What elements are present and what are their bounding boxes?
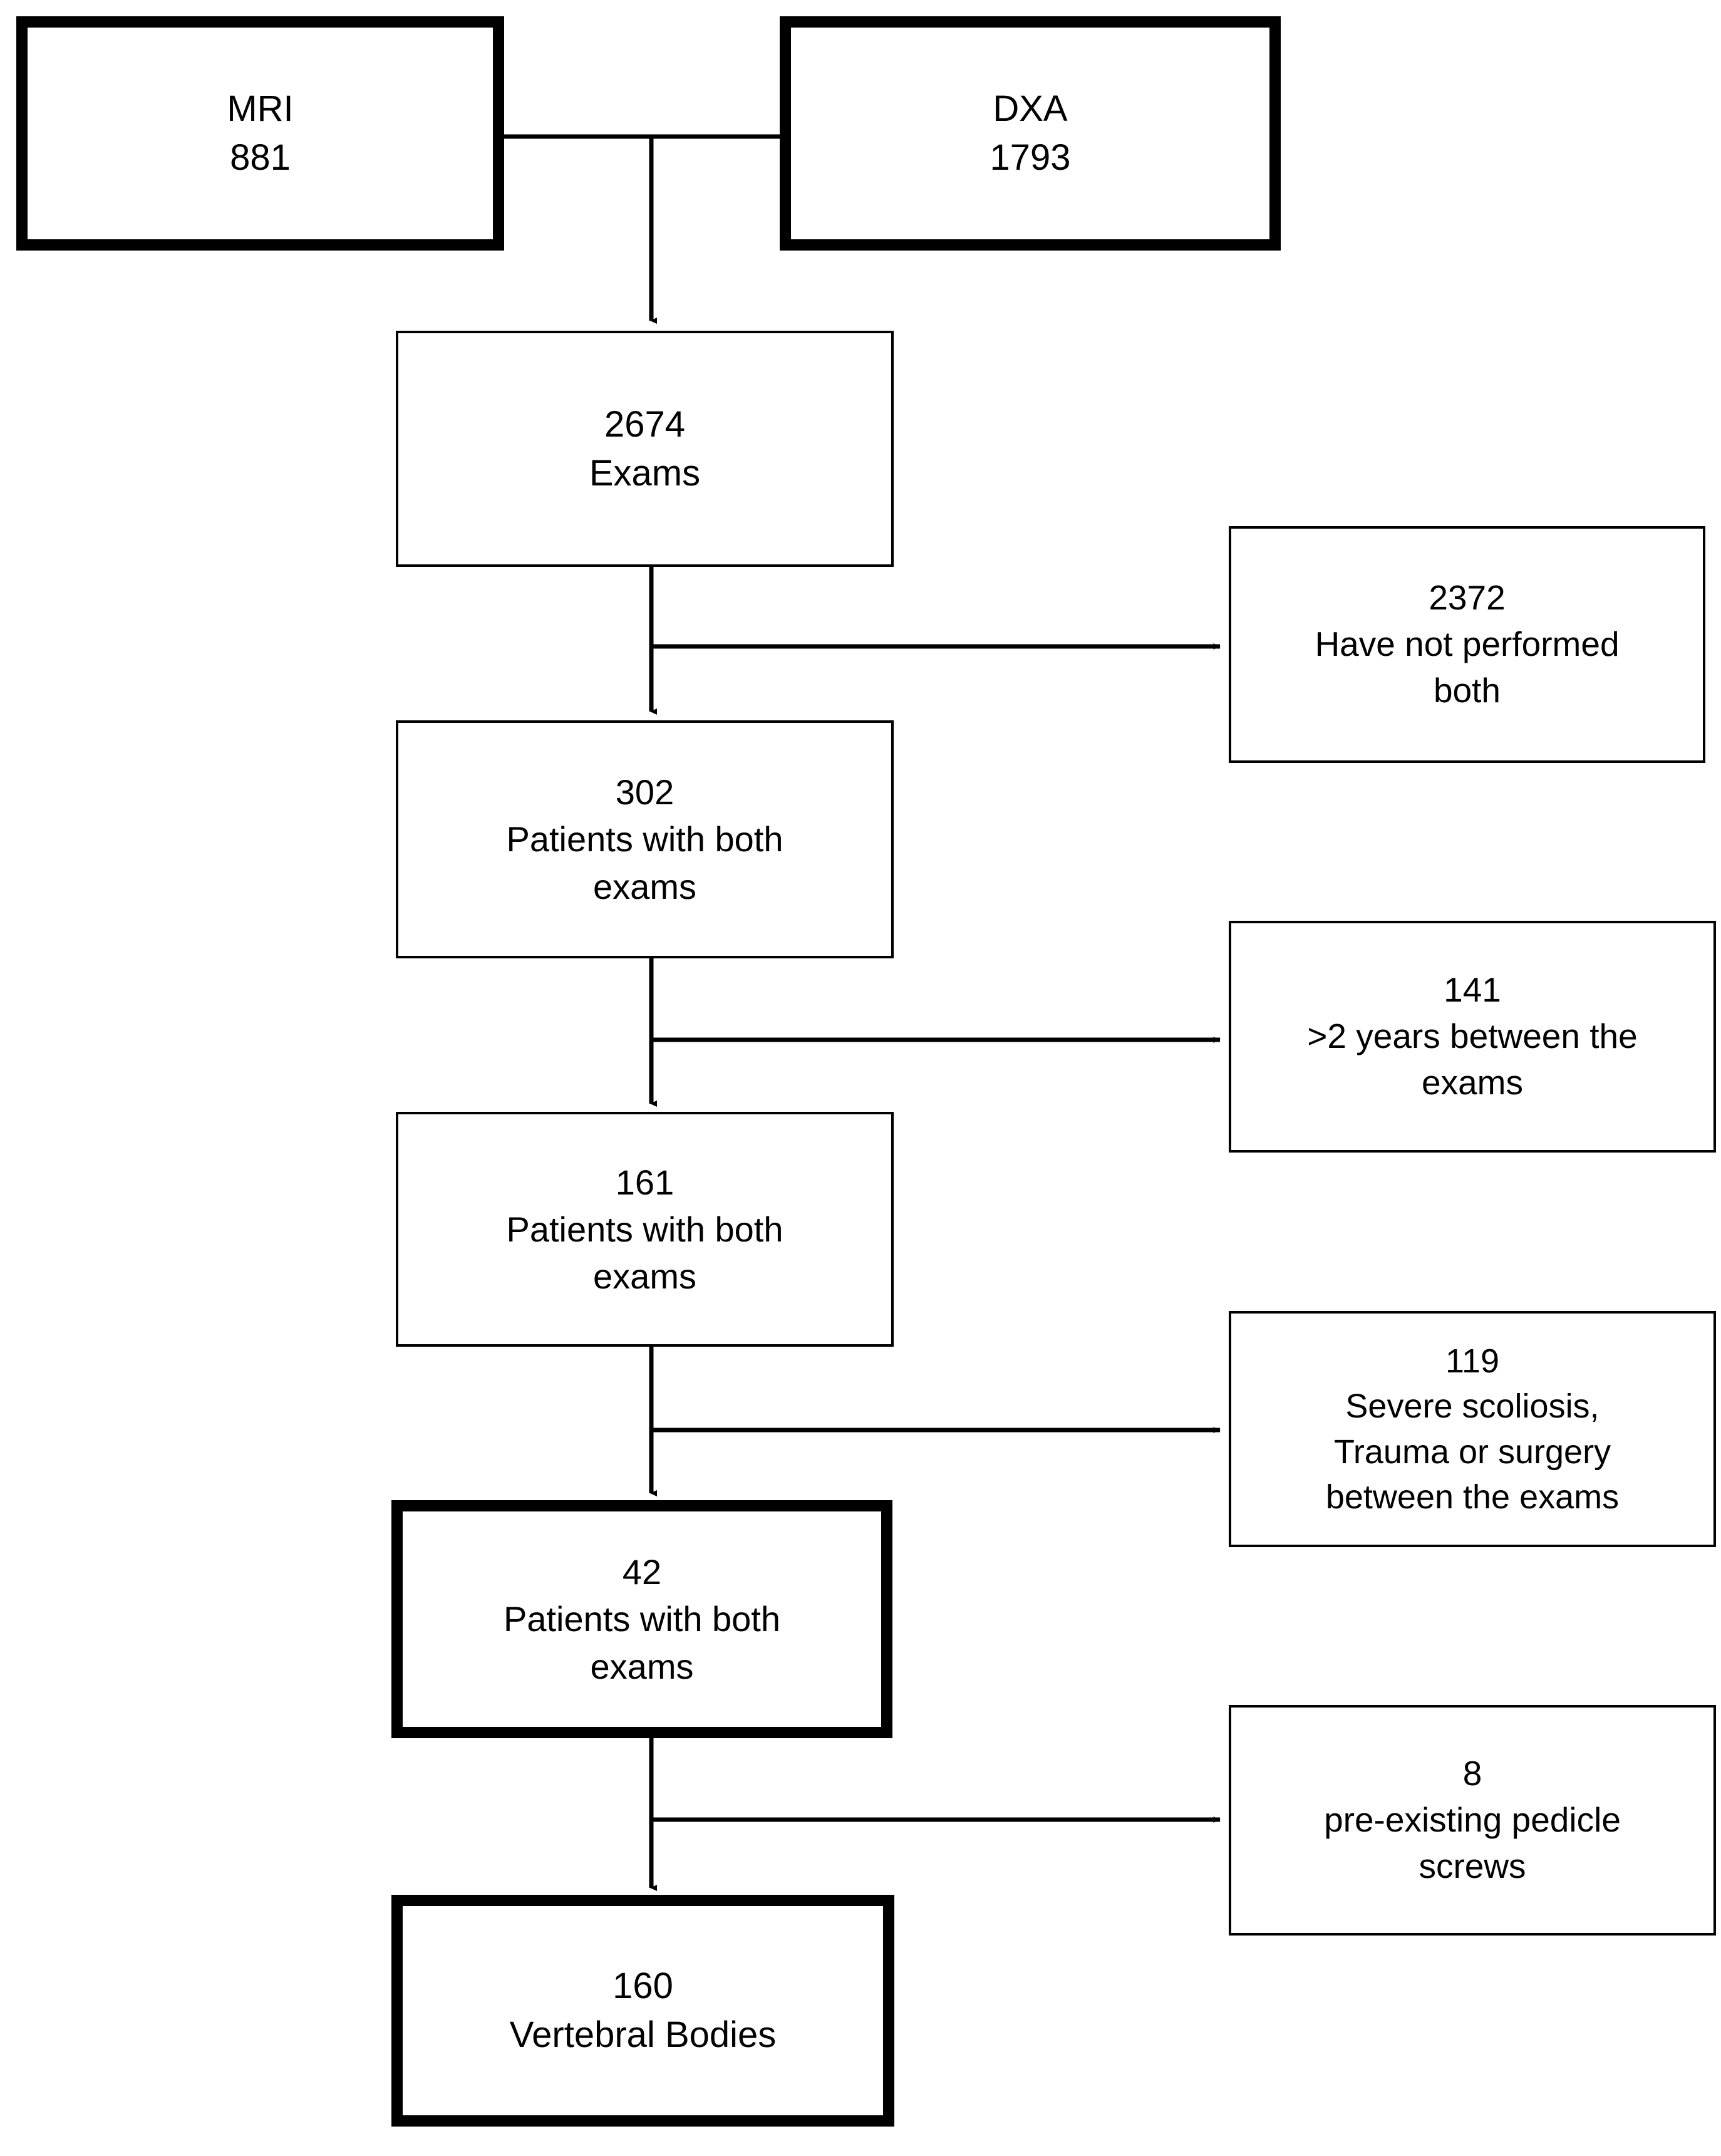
node-mri-label: MRI 881 bbox=[227, 88, 294, 178]
node-exams[interactable]: 2674 Exams bbox=[396, 331, 894, 567]
node-patients-302[interactable]: 302 Patients with both exams bbox=[396, 720, 894, 958]
node-vertebral-bodies-label: 160 Vertebral Bodies bbox=[509, 1966, 777, 2055]
node-patients-302-label: 302 Patients with both exams bbox=[506, 772, 783, 906]
node-exams-label: 2674 Exams bbox=[589, 403, 701, 494]
node-patients-161-label: 161 Patients with both exams bbox=[506, 1162, 783, 1297]
node-vertebral-bodies[interactable]: 160 Vertebral Bodies bbox=[391, 1895, 894, 2127]
node-excluded-2-years[interactable]: 141 >2 years between the exams bbox=[1229, 921, 1716, 1153]
node-excluded-screws[interactable]: 8 pre-existing pedicle screws bbox=[1229, 1705, 1716, 1936]
node-excluded-screws-label: 8 pre-existing pedicle screws bbox=[1324, 1754, 1621, 1885]
node-patients-161[interactable]: 161 Patients with both exams bbox=[396, 1112, 894, 1347]
node-dxa[interactable]: DXA 1793 bbox=[780, 16, 1281, 251]
node-excluded-not-both-label: 2372 Have not performed both bbox=[1315, 578, 1620, 710]
node-patients-42[interactable]: 42 Patients with both exams bbox=[391, 1500, 892, 1738]
node-dxa-label: DXA 1793 bbox=[990, 88, 1071, 178]
node-excluded-not-both[interactable]: 2372 Have not performed both bbox=[1229, 526, 1705, 763]
node-patients-42-label: 42 Patients with both exams bbox=[503, 1552, 781, 1686]
node-mri[interactable]: MRI 881 bbox=[16, 16, 504, 251]
node-excluded-scoliosis[interactable]: 119 Severe scoliosis, Trauma or surgery … bbox=[1229, 1311, 1716, 1547]
node-excluded-2-years-label: 141 >2 years between the exams bbox=[1307, 970, 1638, 1102]
node-excluded-scoliosis-label: 119 Severe scoliosis, Trauma or surgery … bbox=[1325, 1342, 1620, 1516]
